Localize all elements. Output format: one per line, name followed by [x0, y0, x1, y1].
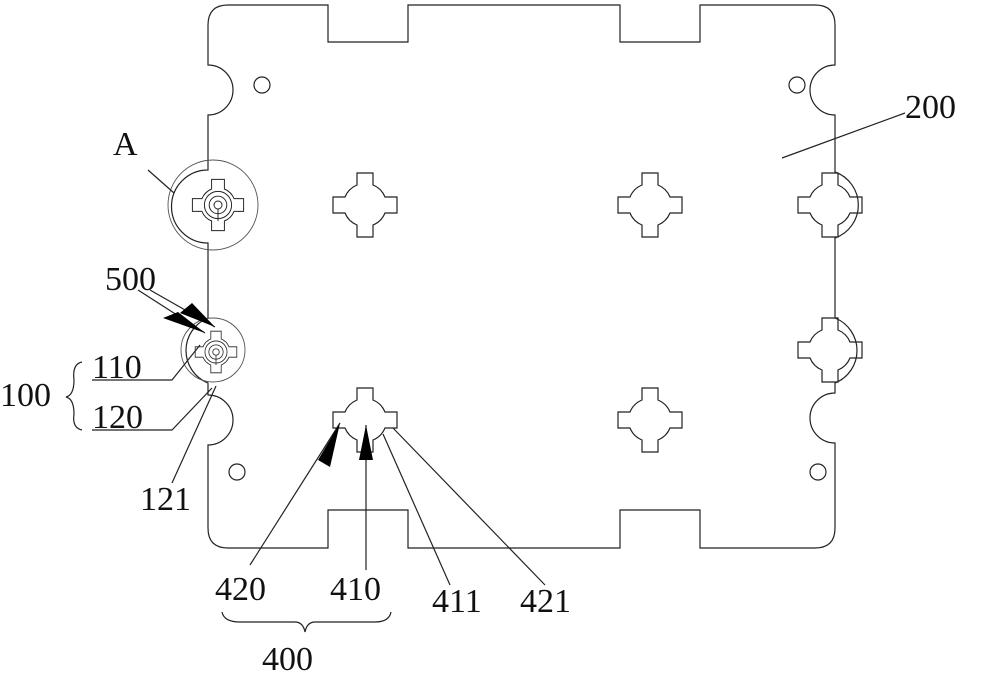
label-500: 500 [105, 261, 156, 298]
hole [229, 464, 245, 480]
label-410: 410 [330, 571, 381, 608]
cross-slot [618, 173, 682, 237]
label-110: 110 [92, 349, 142, 386]
plate-outline [172, 5, 859, 548]
label-421: 421 [520, 583, 571, 620]
label-200: 200 [905, 89, 956, 126]
detail-a-connector [168, 160, 258, 250]
mounting-holes [229, 77, 826, 480]
label-100: 100 [0, 377, 51, 414]
cross-slot [798, 173, 862, 237]
label-121: 121 [140, 481, 191, 518]
reference-labels: 200 A 500 100 110 120 121 420 410 411 42… [0, 89, 956, 677]
label-420: 420 [215, 571, 266, 608]
label-a: A [113, 126, 138, 163]
label-120: 120 [92, 399, 143, 436]
cross-slot [618, 388, 682, 452]
hole [810, 464, 826, 480]
label-400: 400 [262, 641, 313, 677]
cross-slot [333, 173, 397, 237]
cross-slots [333, 173, 862, 452]
cross-slot [798, 318, 862, 382]
leader-lines [66, 113, 905, 632]
hole [254, 77, 270, 93]
hole [789, 77, 805, 93]
label-411: 411 [432, 583, 482, 620]
